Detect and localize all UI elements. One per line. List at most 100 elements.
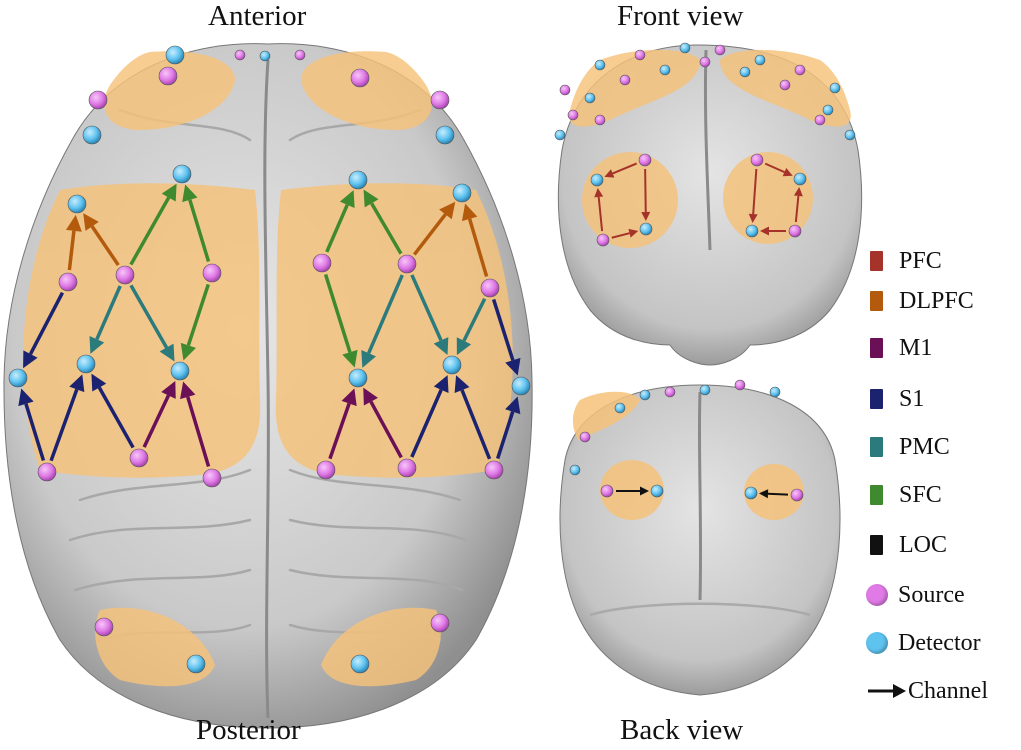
channel-s1 [410, 375, 449, 458]
source-optode [430, 613, 450, 633]
source-optode [397, 254, 417, 274]
detector-optode [829, 82, 841, 94]
channel-loc [616, 486, 649, 496]
channel-pfc [760, 226, 786, 236]
channel-pmc [410, 274, 449, 355]
back-view-brain [559, 384, 841, 696]
channel-m1 [363, 387, 403, 459]
detector-optode [844, 129, 856, 141]
source-optode [559, 84, 571, 96]
source-optode [596, 233, 610, 247]
longitudinal-fissure [263, 59, 270, 719]
legend-label: S1 [899, 385, 925, 412]
channel-pmc [456, 297, 487, 356]
legend-dot [866, 632, 888, 654]
channel-pfc [594, 187, 604, 232]
legend-item-loc: LOC [870, 530, 947, 560]
detector-optode [744, 486, 758, 500]
legend-label: M1 [899, 334, 933, 361]
detector-optode [590, 173, 604, 187]
legend-dot [866, 584, 888, 606]
source-optode [619, 74, 631, 86]
source-optode [88, 90, 108, 110]
detector-optode [259, 50, 271, 62]
channel-s1 [91, 373, 135, 449]
source-optode [594, 114, 606, 126]
detector-optode [650, 484, 664, 498]
channel-pfc [748, 168, 758, 224]
optodes [8, 42, 856, 674]
channel-sfc [363, 189, 403, 255]
detector-optode [584, 92, 596, 104]
detector-optode [639, 222, 653, 236]
source-optode [634, 49, 646, 61]
cerebellum-fold [589, 602, 811, 617]
legend-label: DLPFC [899, 287, 974, 314]
source-optode [790, 488, 804, 502]
channel-pfc [764, 162, 793, 177]
legend-swatch [870, 437, 883, 457]
legend-swatch [870, 338, 883, 358]
detector-optode [186, 654, 206, 674]
channel-m1 [328, 388, 357, 460]
detector-optode [172, 164, 192, 184]
legend-item-dlpfc: DLPFC [870, 286, 974, 316]
legend-swatch [870, 251, 883, 271]
channel-sfc [129, 183, 177, 266]
detector-optode [76, 354, 96, 374]
channel-sfc [180, 283, 210, 361]
source-optode [579, 431, 591, 443]
channel-sfc [323, 273, 358, 368]
detector-optode [699, 384, 711, 396]
channel-sfc [182, 184, 211, 263]
detector-optode [452, 183, 472, 203]
detector-optode [67, 194, 87, 214]
source-optode [94, 617, 114, 637]
channel-s1 [491, 298, 521, 376]
source-optode [664, 386, 676, 398]
channel-s1 [496, 396, 521, 460]
legend-item-channel: Channel [868, 676, 988, 706]
detector-optode [745, 224, 759, 238]
channel-s1 [18, 388, 46, 462]
legend-item-detector: Detector [866, 628, 981, 658]
front-fissure [703, 49, 712, 251]
channel-dlpfc [461, 203, 489, 277]
top-view-brain [3, 43, 533, 729]
legend-label: Channel [908, 677, 988, 704]
channel-s1 [49, 374, 85, 462]
source-optode [350, 68, 370, 88]
legend-item-pmc: PMC [870, 432, 950, 462]
source-optode [484, 460, 504, 480]
source-optode [202, 263, 222, 283]
source-optode [58, 272, 78, 292]
legend-item-m1: M1 [870, 333, 932, 363]
detector-optode [350, 654, 370, 674]
detector-optode [348, 170, 368, 190]
source-optode [794, 64, 806, 76]
source-optode [129, 448, 149, 468]
detector-optode [739, 66, 751, 78]
channel-pfc [641, 168, 651, 222]
detector-optode [754, 54, 766, 66]
detector-optode [614, 402, 626, 414]
source-optode [115, 265, 135, 285]
legend-item-s1: S1 [870, 384, 924, 414]
channel-dlpfc [83, 213, 120, 267]
detector-optode [793, 172, 807, 186]
detector-optode [8, 368, 28, 388]
source-optode [714, 44, 726, 56]
source-optode [779, 79, 791, 91]
legend-label: Detector [898, 629, 981, 656]
source-optode [294, 49, 306, 61]
channel-loc [758, 489, 789, 499]
source-optode [814, 114, 826, 126]
channel-pfc [604, 162, 638, 178]
legend-label: PMC [899, 433, 950, 460]
source-optode [158, 66, 178, 86]
channel-dlpfc [412, 201, 456, 256]
label-front-view: Front view [617, 0, 744, 32]
channel-pmc [89, 285, 122, 354]
channel-pmc [129, 284, 175, 362]
